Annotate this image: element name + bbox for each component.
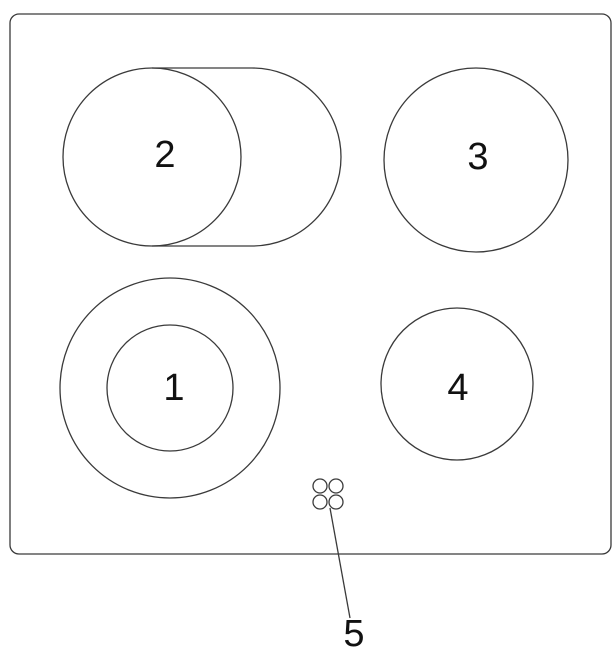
indicator-dot-bottom-right [328,494,344,510]
zone-1: 1 [59,277,281,499]
zone-1-outer-ring [59,277,281,499]
zone-1-inner-ring [106,324,234,452]
indicator-icon [312,478,344,510]
zone-4-circle [380,307,534,461]
zone-2-extension-outline [152,67,342,247]
cooktop-panel [9,13,612,555]
indicator-dot-top-left [312,478,328,494]
indicator-leader-line [329,507,351,619]
zone-2-label: 2 [154,134,175,176]
zone-4-label: 4 [447,367,468,409]
zone-2: 2 [62,67,342,247]
zone-2-circle [62,67,242,247]
zone-3-circle [383,67,569,253]
indicator-label: 5 [343,613,364,655]
zone-1-label: 1 [163,367,184,409]
indicator-dot-bottom-left [312,494,328,510]
zone-3: 3 [383,67,569,253]
indicator-dot-top-right [328,478,344,494]
zone-3-label: 3 [467,136,488,178]
zone-4: 4 [380,307,534,461]
